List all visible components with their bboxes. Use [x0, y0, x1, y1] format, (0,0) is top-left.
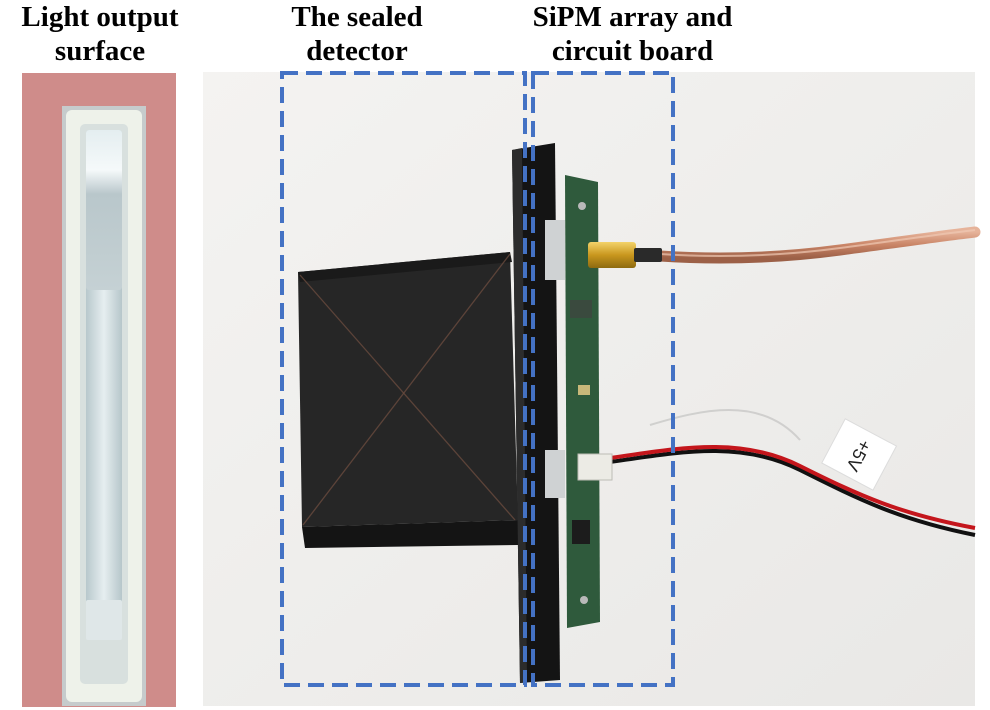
- cable-tag: +5V: [821, 418, 898, 491]
- board-chip: [570, 300, 592, 318]
- label-line-2: detector: [306, 35, 408, 67]
- light-output-photo: [22, 73, 176, 707]
- scintillator-bar-top: [86, 130, 122, 290]
- label-sipm-array: SiPM array and circuit board: [505, 0, 760, 68]
- coax-cable: [654, 226, 981, 264]
- detector-photo: +5V: [203, 72, 981, 706]
- tag-label: [821, 418, 898, 491]
- detector-body-top: [298, 252, 518, 527]
- red-wire: [609, 444, 976, 530]
- ribbon-connector: [545, 220, 565, 280]
- board-screw: [580, 596, 588, 604]
- detector-diagonal-1: [299, 274, 516, 521]
- wire-shadow: [649, 409, 801, 441]
- coax-highlight: [659, 229, 976, 257]
- label-line-1: The sealed: [291, 1, 423, 33]
- ribbon-connector: [545, 450, 565, 498]
- label-line-1: Light output: [21, 1, 179, 33]
- sipm-board-box: [531, 71, 675, 687]
- board-chip: [572, 520, 590, 544]
- sma-connector: [588, 242, 636, 268]
- detector-diagonal-2: [302, 253, 511, 526]
- board-component: [578, 385, 590, 395]
- label-line-1: SiPM array and: [532, 1, 733, 33]
- sma-boot: [634, 248, 662, 262]
- black-wire: [609, 448, 976, 537]
- detector-body-side: [302, 520, 518, 548]
- scintillator-bar-end: [86, 600, 122, 640]
- label-line-2: circuit board: [551, 35, 714, 67]
- label-light-output-surface: Light output surface: [0, 0, 200, 68]
- label-line-2: surface: [54, 35, 146, 67]
- detector-body-edge: [298, 252, 512, 282]
- board-screw: [578, 202, 586, 210]
- coupling-plate-edge: [512, 148, 527, 683]
- power-connector: [577, 453, 613, 481]
- sealed-detector-box: [280, 71, 527, 687]
- circuit-board: [565, 175, 600, 628]
- label-sealed-detector: The sealed detector: [262, 0, 452, 68]
